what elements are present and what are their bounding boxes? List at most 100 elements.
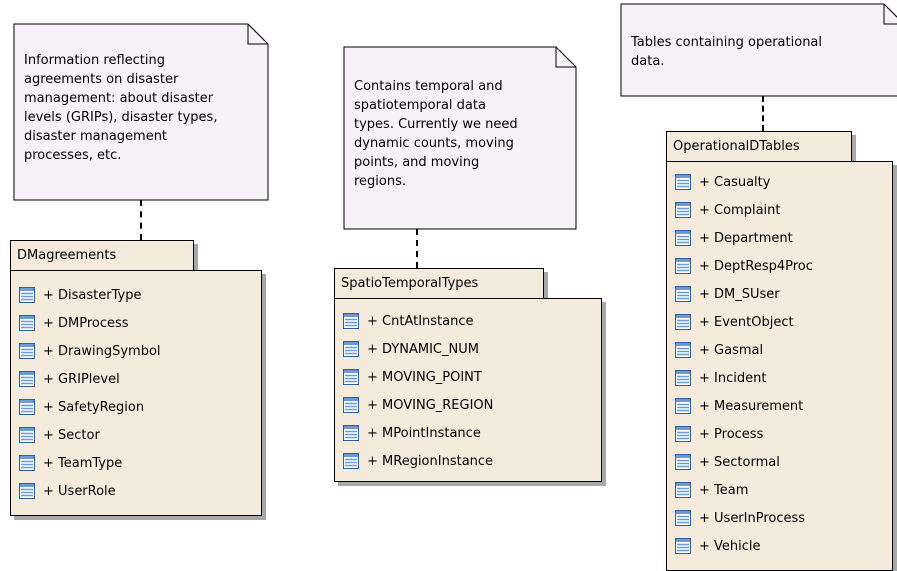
class-table-icon [19,483,35,499]
class-table-icon [675,342,691,358]
class-item[interactable]: + DeptResp4Proc [675,256,813,276]
class-table-icon [343,369,359,385]
class-item-label: + GRIPlevel [43,371,120,387]
class-item[interactable]: + DM_SUser [675,284,780,304]
class-item[interactable]: + DMProcess [19,313,129,333]
package-body: + DisasterType + DMProcess + DrawingSymb… [10,270,262,516]
class-item-label: + EventObject [699,314,794,330]
class-item[interactable]: + MPointInstance [343,423,481,443]
class-item[interactable]: + DrawingSymbol [19,341,161,361]
note-text: Contains temporal and spatiotemporal dat… [354,79,518,189]
class-item-label: + Vehicle [699,538,761,554]
class-item-label: + MRegionInstance [367,453,494,469]
note-shape [13,23,269,201]
class-item-label: + Department [699,230,793,246]
class-item[interactable]: + GRIPlevel [19,369,120,389]
class-item-label: + Team [699,482,749,498]
note-text: Tables containing operational data. [631,35,823,69]
class-item-label: + SafetyRegion [43,399,145,415]
class-item[interactable]: + Team [675,480,748,500]
package-body: + CntAtInstance + DYNAMIC_NUM + MOVING_P… [334,298,602,482]
class-item[interactable]: + MOVING_POINT [343,367,482,387]
class-item[interactable]: + DisasterType [19,285,141,305]
class-item[interactable]: + UserInProcess [675,508,805,528]
class-item-label: + Complaint [699,202,781,218]
class-table-icon [343,313,359,329]
package-name: OperationalDTables [666,131,852,162]
class-table-icon [343,341,359,357]
class-item-label: + DisasterType [43,287,142,303]
note-dmagreements[interactable]: Information reflecting agreements on dis… [13,23,269,201]
package-body: + Casualty + Complaint + Department + De… [666,161,893,571]
class-table-icon [19,427,35,443]
class-table-icon [675,538,691,554]
class-item[interactable]: + Complaint [675,200,781,220]
class-item-label: + MOVING_REGION [367,397,494,413]
class-item-label: + Process [699,426,764,442]
class-table-icon [343,397,359,413]
class-item-label: + UserInProcess [699,510,806,526]
note-connector [140,200,142,240]
class-item-label: + DMProcess [43,315,129,331]
class-item[interactable]: + UserRole [19,481,116,501]
class-item-label: + Sector [43,427,100,443]
note-text: Information reflecting agreements on dis… [24,53,218,163]
class-item[interactable]: + Incident [675,368,766,388]
class-table-icon [343,453,359,469]
class-item-label: + Sectormal [699,454,780,470]
class-item-label: + MOVING_POINT [367,369,482,385]
class-item[interactable]: + MRegionInstance [343,451,493,471]
class-table-icon [675,230,691,246]
class-item[interactable]: + DYNAMIC_NUM [343,339,479,359]
class-table-icon [675,286,691,302]
class-item-label: + DrawingSymbol [43,343,161,359]
package-operationaldtables[interactable]: OperationalDTables + Casualty + Complain… [666,131,897,571]
class-item-label: + Gasmal [699,342,764,358]
class-item-label: + TeamType [43,455,123,471]
class-item[interactable]: + Process [675,424,763,444]
class-item[interactable]: + MOVING_REGION [343,395,493,415]
class-item[interactable]: + SafetyRegion [19,397,144,417]
class-item[interactable]: + Gasmal [675,340,763,360]
package-name: SpatioTemporalTypes [334,268,544,299]
class-item-label: + Measurement [699,398,804,414]
class-table-icon [675,398,691,414]
package-name: DMagreements [10,240,194,271]
note-shape [620,3,897,97]
class-table-icon [675,258,691,274]
class-item[interactable]: + TeamType [19,453,122,473]
class-item[interactable]: + Casualty [675,172,770,192]
class-table-icon [675,510,691,526]
class-table-icon [675,174,691,190]
note-connector [416,229,418,268]
package-spatiotemporaltypes[interactable]: SpatioTemporalTypes + CntAtInstance + DY… [334,268,612,490]
class-item[interactable]: + EventObject [675,312,794,332]
class-table-icon [675,454,691,470]
note-spatiotemporal[interactable]: Contains temporal and spatiotemporal dat… [343,46,577,230]
class-table-icon [19,343,35,359]
class-table-icon [19,287,35,303]
class-item-label: + UserRole [43,483,116,499]
class-table-icon [675,426,691,442]
class-item-label: + CntAtInstance [367,313,474,329]
class-item[interactable]: + CntAtInstance [343,311,474,331]
note-operational[interactable]: Tables containing operational data. [620,3,897,97]
class-item-label: + Casualty [699,174,771,190]
class-table-icon [675,482,691,498]
class-table-icon [19,399,35,415]
class-item-label: + DYNAMIC_NUM [367,341,479,357]
class-item[interactable]: + Measurement [675,396,803,416]
class-item[interactable]: + Department [675,228,793,248]
class-table-icon [19,371,35,387]
class-item[interactable]: + Sectormal [675,452,780,472]
class-table-icon [19,455,35,471]
class-item[interactable]: + Vehicle [675,536,761,556]
note-shape [343,46,577,230]
class-item-label: + DeptResp4Proc [699,258,813,274]
class-table-icon [675,314,691,330]
class-item-label: + DM_SUser [699,286,780,302]
class-table-icon [343,425,359,441]
class-table-icon [675,202,691,218]
class-item[interactable]: + Sector [19,425,100,445]
package-dmagreements[interactable]: DMagreements + DisasterType + DMProcess … [10,240,272,525]
